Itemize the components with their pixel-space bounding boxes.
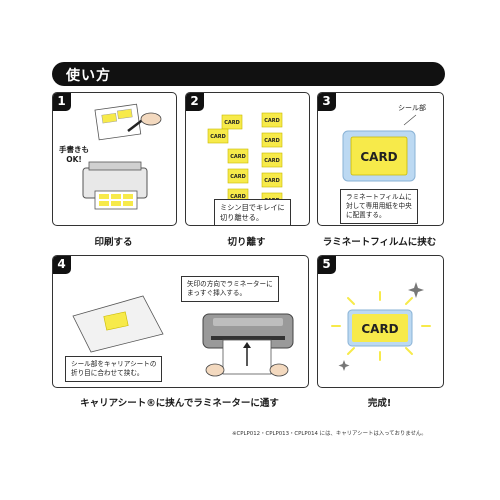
seal-part-label: シール部: [398, 104, 426, 112]
svg-text:CARD: CARD: [360, 150, 397, 164]
step-3-panel: 3 CARD シール部 ラミネートフィルムに 対して専用用紙を中央 に配置する。: [317, 92, 444, 226]
handwriting-ok-callout: 手書きも OK!: [59, 145, 89, 164]
svg-text:CARD: CARD: [210, 134, 226, 140]
section-title: 使い方: [66, 68, 111, 84]
step-1-caption: 印刷する: [94, 237, 133, 248]
step-4-note-right: 矢印の方向でラミネーターに まっすぐ挿入する。: [181, 276, 279, 302]
step-1-number: 1: [53, 93, 71, 111]
step-3-number: 3: [318, 93, 336, 111]
step-4-note-left: シール部をキャリアシートの 折り目に合わせて挟む。: [65, 356, 163, 382]
section-header: 使い方: [52, 62, 445, 86]
step-2-panel: 2 CARD CARD CARD CARD CARD CARD CARD CAR…: [185, 92, 310, 226]
printer-illustration: [82, 103, 162, 210]
svg-text:CARD: CARD: [224, 120, 240, 126]
svg-text:CARD: CARD: [230, 174, 246, 180]
step-5-caption: 完成!: [367, 398, 392, 409]
footnote: ※CPLP012・CPLP013・CPLP014 には、キャリアシートは入ってお…: [232, 431, 427, 437]
step-5-number: 5: [318, 256, 336, 274]
step-4-number: 4: [53, 256, 71, 274]
step-3-note: ラミネートフィルムに 対して専用用紙を中央 に配置する。: [340, 189, 418, 224]
svg-text:CARD: CARD: [361, 322, 398, 336]
step-2-caption: 切り離す: [227, 237, 266, 248]
laminate-film-illustration: CARD: [342, 114, 417, 182]
finished-card-illustration: CARD: [331, 282, 431, 371]
svg-text:CARD: CARD: [264, 118, 280, 124]
laminator-illustration: [72, 295, 294, 377]
step-5-panel: 5 CARD: [317, 255, 444, 388]
step-1-panel: 1 手書きも OK!: [52, 92, 177, 226]
step-4-caption: キャリアシート®に挟んでラミネーターに通す: [80, 398, 279, 409]
svg-text:CARD: CARD: [230, 194, 246, 200]
svg-text:CARD: CARD: [230, 154, 246, 160]
svg-text:CARD: CARD: [264, 178, 280, 184]
step-4-panel: 4 シール部をキャリアシートの 折り目に合わせて挟む。 矢印の方向でラミネーター…: [52, 255, 309, 388]
svg-text:CARD: CARD: [264, 158, 280, 164]
svg-text:CARD: CARD: [264, 138, 280, 144]
step-2-note: ミシン目でキレイに 切り離せる。: [214, 199, 291, 225]
step-3-caption: ラミネートフィルムに挟む: [322, 237, 437, 248]
step-2-number: 2: [186, 93, 204, 111]
